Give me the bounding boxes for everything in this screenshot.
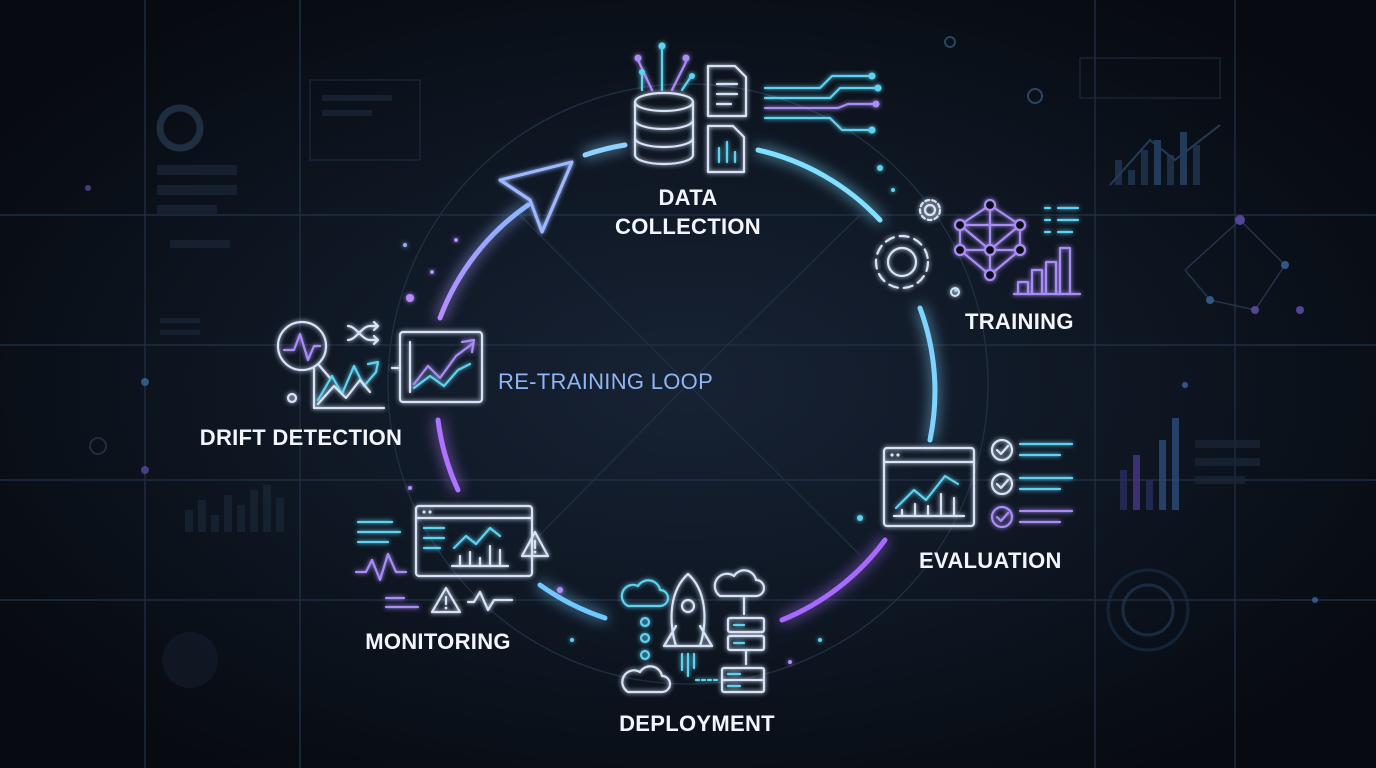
data-collection-connector-icon <box>634 42 695 92</box>
sparkle-particles <box>403 165 958 664</box>
ring-segment-top <box>582 142 628 158</box>
monitoring-label: MONITORING <box>365 629 511 654</box>
drift-chart-icon <box>312 360 386 410</box>
deployment-label: DEPLOYMENT <box>619 711 775 736</box>
neural-network-icon <box>953 198 1027 282</box>
background-panels-left <box>85 79 421 688</box>
bg-bar-chart-right-bottom <box>1120 418 1260 510</box>
retraining-loop-label: RE-TRAINING LOOP <box>498 369 713 394</box>
drift-detection-label: DRIFT DETECTION <box>200 425 403 450</box>
ring-segment-top-right <box>755 147 883 223</box>
pulse-line-icon <box>354 552 408 582</box>
ring-segment-bottom-right <box>779 537 888 623</box>
donut-chart-icon <box>156 104 204 152</box>
cloud-icon-bottom <box>621 665 672 694</box>
rocket-icon <box>662 572 714 678</box>
warning-icon-small <box>384 586 514 614</box>
cloud-icon-left <box>620 579 670 661</box>
ring-segment-top-left <box>437 202 531 321</box>
cloud-icon-right <box>713 569 766 616</box>
ring-segment-left <box>435 417 461 493</box>
evaluation-stage <box>882 438 1074 529</box>
training-label: TRAINING <box>965 309 1074 334</box>
bg-bar-chart-right-top <box>1109 124 1221 186</box>
monitoring-dashboard-icon <box>414 504 534 578</box>
deployment-stage <box>620 569 766 694</box>
monitoring-stage <box>354 504 550 614</box>
data-collection-label-line1: DATA <box>658 185 717 210</box>
training-bar-chart-icon <box>1012 246 1082 296</box>
background-panels-right <box>944 36 1318 652</box>
drift-magnifier-icon <box>276 320 332 404</box>
database-icon <box>633 91 695 166</box>
ring-segment-bottom-left <box>537 582 608 621</box>
evaluation-chart-window-icon <box>882 446 976 528</box>
lifecycle-ring <box>435 142 938 623</box>
data-collection-label-line2: COLLECTION <box>615 214 761 239</box>
data-streams-icon <box>763 72 882 134</box>
monitoring-list-icon <box>356 520 402 544</box>
drift-trend-window-icon <box>390 330 484 404</box>
training-list-icon <box>1043 206 1080 234</box>
drift-detection-stage <box>276 320 484 410</box>
training-stage <box>874 198 1082 297</box>
bg-bar-chart-left <box>185 485 284 532</box>
shuffle-icon <box>346 320 380 346</box>
server-icon-bottom <box>694 666 766 694</box>
data-collection-stage <box>633 42 882 174</box>
evaluation-checklist-icon <box>990 438 1074 529</box>
gear-icon <box>874 234 930 290</box>
server-icon <box>726 616 766 666</box>
ring-segment-right <box>917 305 938 443</box>
document-icon <box>706 64 748 118</box>
small-gear-icon <box>918 198 942 222</box>
warning-icon <box>520 530 550 558</box>
evaluation-label: EVALUATION <box>919 548 1062 573</box>
file-chart-icon <box>706 124 746 174</box>
bg-network-graph <box>1184 215 1304 314</box>
retraining-arrow-icon <box>498 160 574 234</box>
